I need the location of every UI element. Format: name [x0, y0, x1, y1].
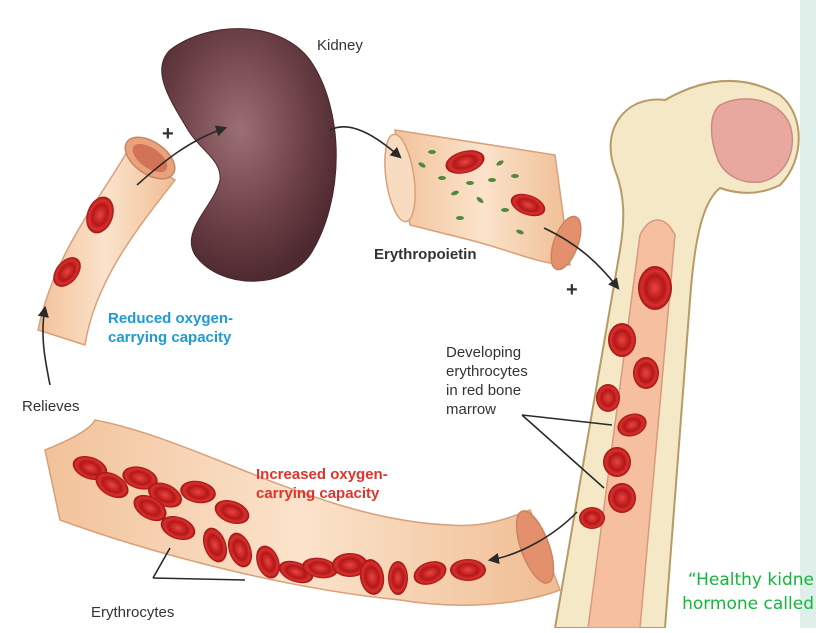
relieves-label: Relieves	[22, 397, 80, 416]
kidney-label: Kidney	[317, 36, 363, 55]
developing-label-line4: marrow	[446, 400, 496, 419]
increased-capacity-label-line1: Increased oxygen-	[256, 465, 388, 484]
plus-sign-right: +	[566, 281, 578, 300]
increased-capacity-label-line2: carrying capacity	[256, 484, 379, 503]
developing-label-line1: Developing	[446, 343, 521, 362]
plus-sign-top: +	[162, 125, 174, 144]
pointer-erythrocytes-2	[153, 578, 245, 580]
developing-label-line2: erythrocytes	[446, 362, 528, 381]
femur-bone	[555, 81, 799, 628]
slide-side-strip	[800, 0, 816, 628]
developing-label-line3: in red bone	[446, 381, 521, 400]
kidney-shape	[162, 29, 337, 282]
reduced-capacity-label-line1: Reduced oxygen-	[108, 309, 233, 328]
erythropoietin-label: Erythropoietin	[374, 245, 477, 264]
caption-line1: “Healthy kidne	[644, 570, 814, 590]
reduced-capacity-label-line2: carrying capacity	[108, 328, 231, 347]
caption-line2: hormone called	[644, 594, 814, 614]
erythrocytes-label: Erythrocytes	[91, 603, 174, 622]
